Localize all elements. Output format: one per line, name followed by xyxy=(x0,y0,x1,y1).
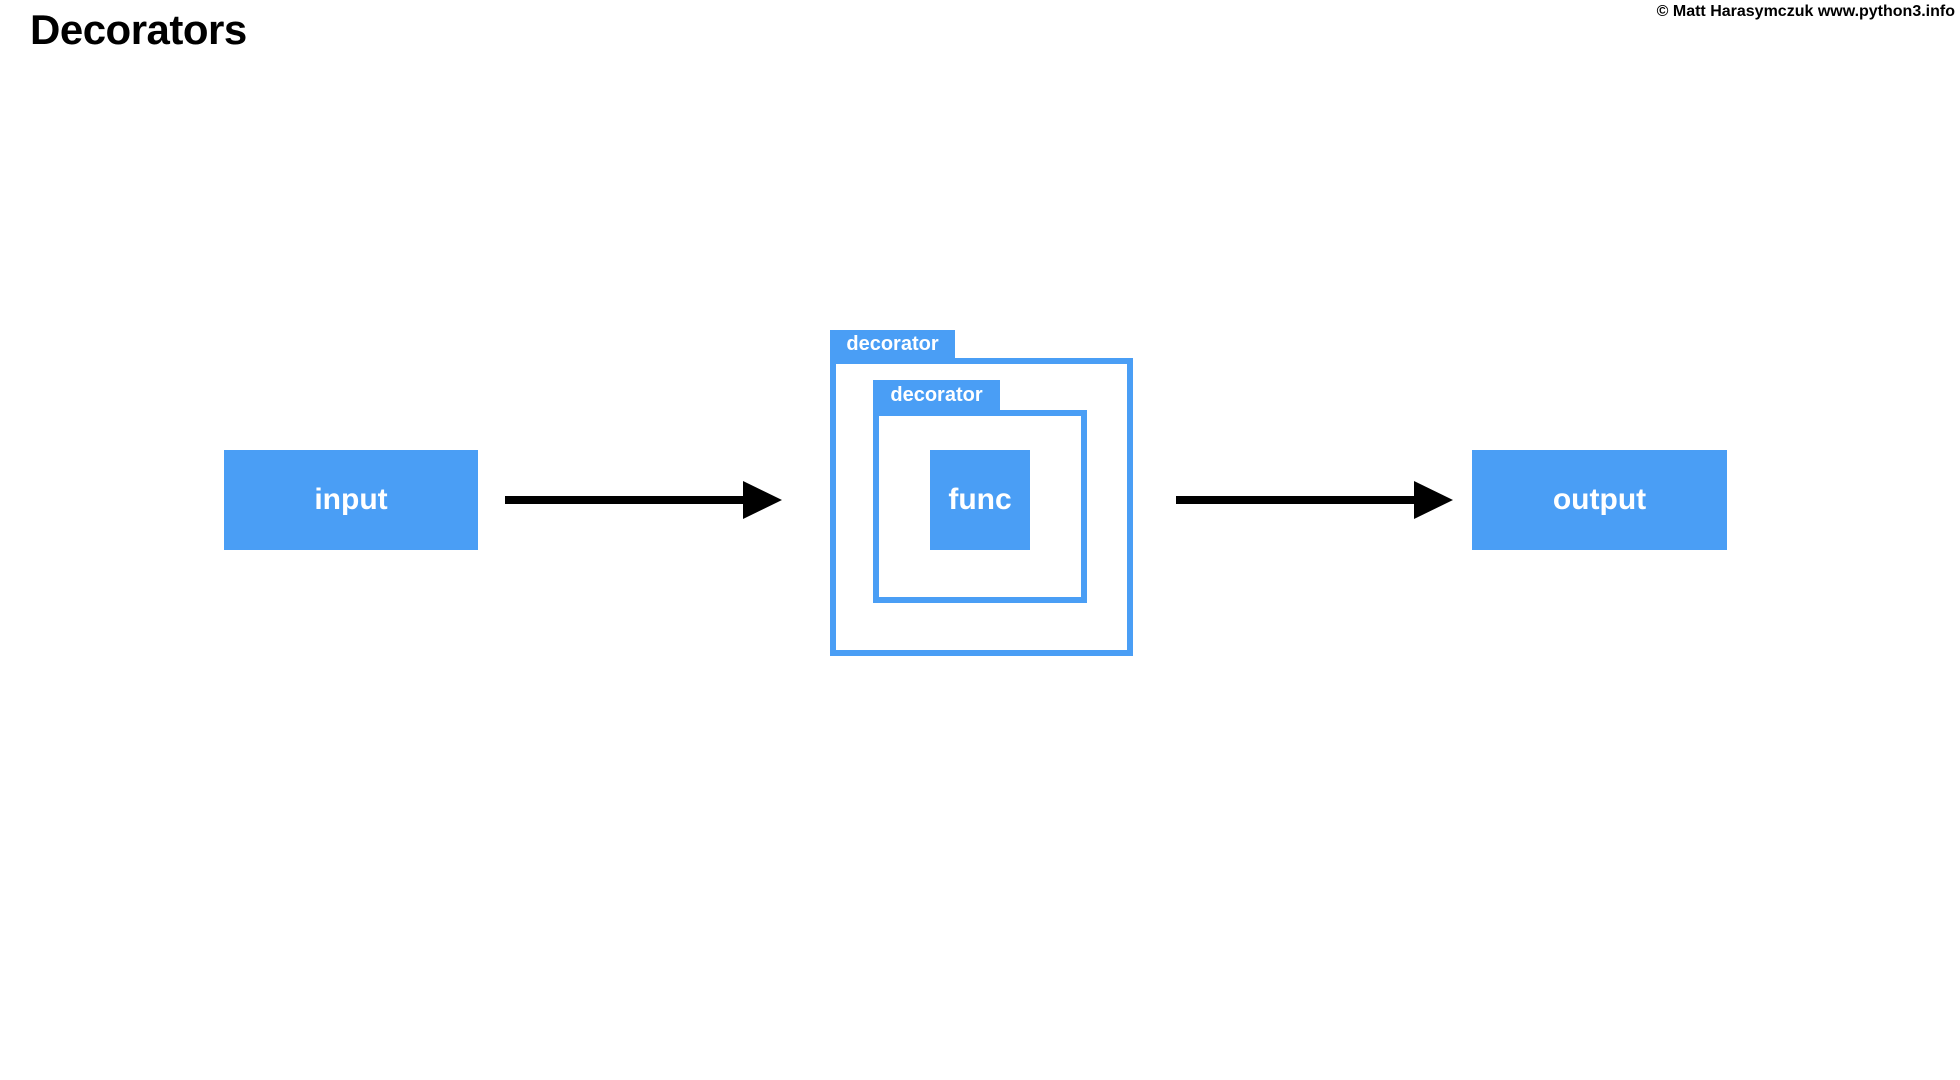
page-title: Decorators xyxy=(30,6,247,53)
copyright-notice: © Matt Harasymczuk www.python3.info xyxy=(1656,3,1955,20)
arrow-right-icon xyxy=(1176,481,1453,519)
output-box: output xyxy=(1472,450,1727,550)
arrow-right-icon xyxy=(505,481,782,519)
func-box: func xyxy=(930,450,1030,550)
input-box: input xyxy=(224,450,478,550)
outer-decorator-tab: decorator xyxy=(830,330,955,358)
inner-decorator-tab: decorator xyxy=(873,380,1000,410)
inner-decorator-frame xyxy=(873,410,1087,603)
output-label: output xyxy=(1552,483,1647,516)
outer-decorator-label: decorator xyxy=(846,332,939,355)
func-label: func xyxy=(948,483,1012,516)
inner-decorator-label: decorator xyxy=(890,383,983,406)
input-label: input xyxy=(314,483,388,516)
